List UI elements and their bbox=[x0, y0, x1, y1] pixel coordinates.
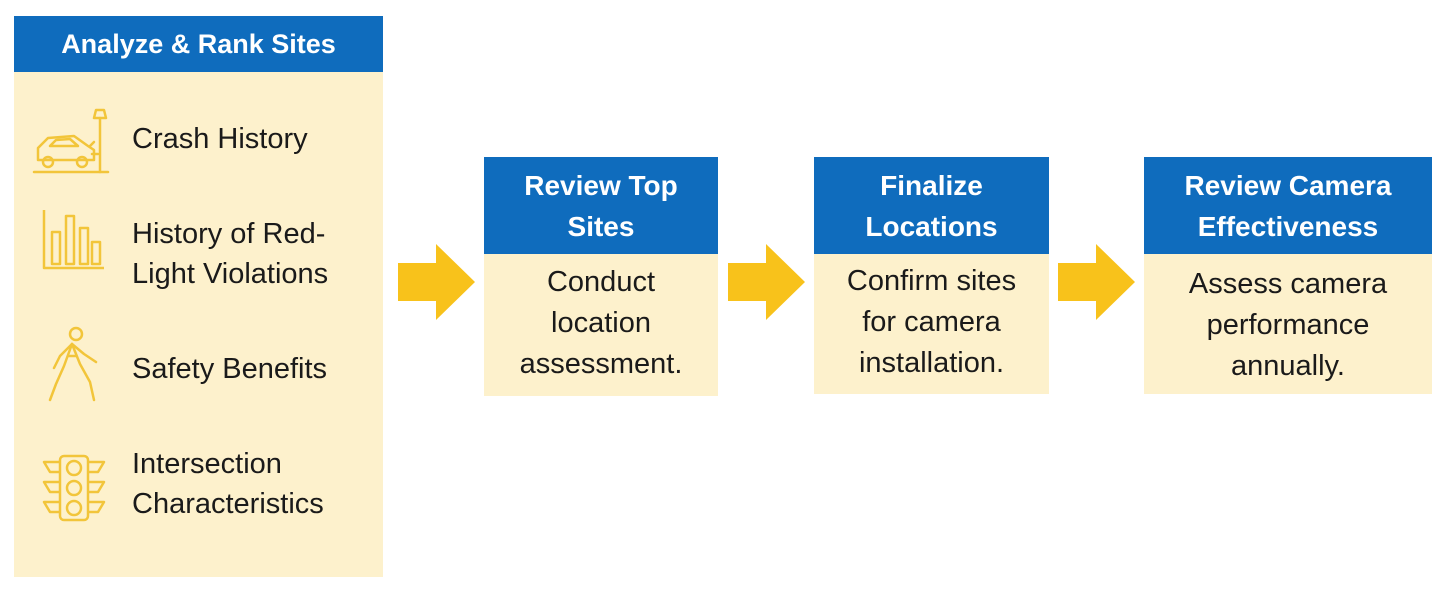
analyze-panel bbox=[14, 72, 383, 577]
flow-arrow-1 bbox=[398, 244, 475, 320]
item-label-safety-benefits: Safety Benefits bbox=[132, 353, 328, 385]
step-1-header: Review Top Sites bbox=[484, 157, 718, 254]
car-crash-icon bbox=[32, 108, 110, 174]
item-label-intersection-characteristics: Intersection Characteristics bbox=[132, 448, 324, 520]
step-1-body: Conduct location assessment. bbox=[519, 265, 683, 380]
step-2-body: Confirm sites for camera installation. bbox=[846, 264, 1017, 379]
analyze-header: Analyze & Rank Sites bbox=[14, 16, 383, 72]
flow-arrow-2 bbox=[728, 244, 805, 320]
bar-chart-icon bbox=[42, 210, 104, 270]
step-2-panel bbox=[814, 254, 1049, 394]
step-3-header: Review Camera Effectiveness bbox=[1144, 157, 1432, 254]
item-label-crash-history: Crash History bbox=[132, 123, 308, 155]
step-2-header: Finalize Locations bbox=[814, 157, 1049, 254]
step-1-title: Review Top Sites bbox=[524, 169, 678, 242]
step-3-title: Review Camera Effectiveness bbox=[1184, 169, 1392, 242]
flow-arrow-3 bbox=[1058, 244, 1135, 320]
step-2-title: Finalize Locations bbox=[865, 169, 998, 242]
traffic-light-icon bbox=[42, 454, 106, 522]
step-1-panel bbox=[484, 254, 718, 396]
step-3-panel bbox=[1144, 254, 1432, 394]
item-label-red-light-violations: History of Red- Light Violations bbox=[132, 218, 329, 290]
step-3-body: Assess camera performance annually. bbox=[1188, 267, 1388, 382]
pedestrian-icon bbox=[48, 326, 98, 402]
analyze-title: Analyze & Rank Sites bbox=[61, 28, 336, 59]
